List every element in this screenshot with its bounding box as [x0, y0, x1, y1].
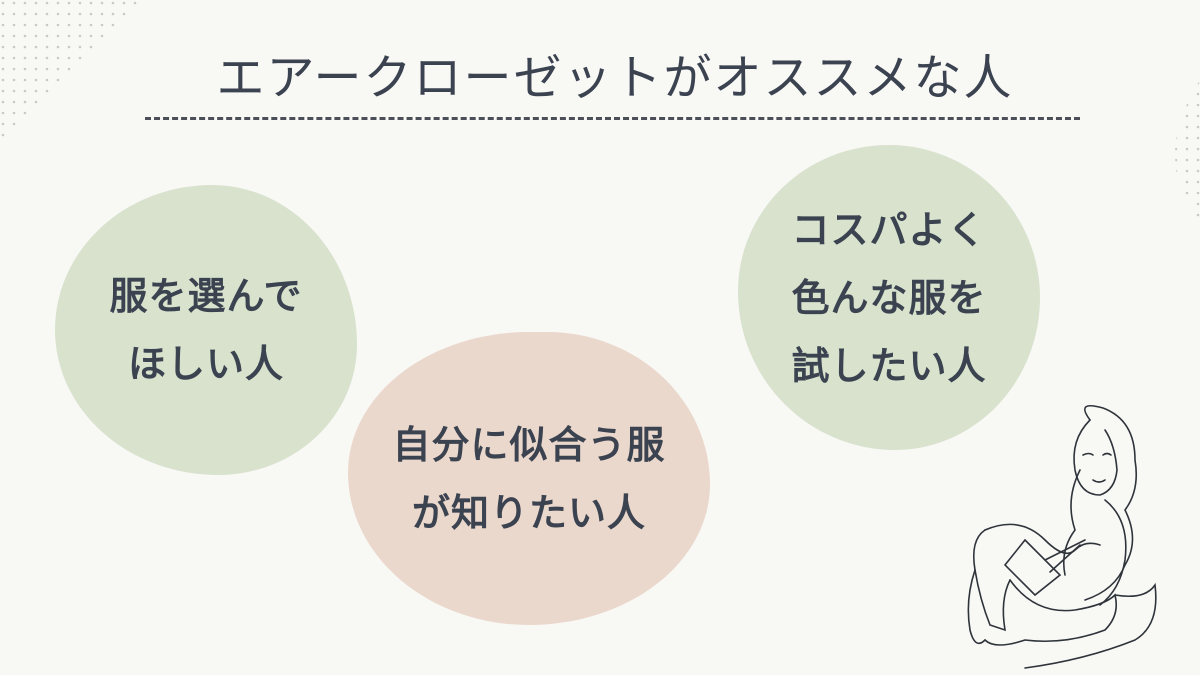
woman-line-drawing-illustration	[967, 404, 1157, 669]
bubble-find-suitable-clothes: 自分に似合う服が知りたい人	[348, 332, 710, 625]
bubble-line: 試したい人	[791, 343, 987, 388]
bubble-line: が知りたい人	[411, 490, 646, 535]
dot-pattern-top-left	[0, 0, 140, 140]
dot-pattern-right	[1175, 80, 1200, 220]
bubble-line: 自分に似合う服	[392, 422, 666, 467]
bubble-choose-clothes: 服を選んでほしい人	[55, 185, 357, 475]
bubble-line: ほしい人	[127, 342, 284, 386]
bubble-line: コスパよく	[791, 207, 987, 252]
bubble-try-various-clothes: コスパよく色んな服を試したい人	[738, 145, 1040, 450]
bubble-line: 色んな服を	[791, 275, 987, 320]
page-title: エアークローゼットがオススメな人	[216, 50, 1014, 106]
title-divider	[145, 117, 1080, 120]
bubble-line: 服を選んで	[109, 274, 303, 318]
